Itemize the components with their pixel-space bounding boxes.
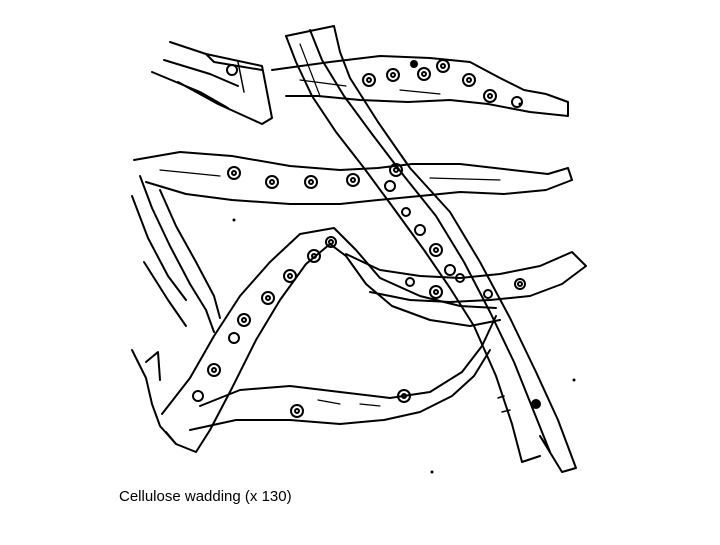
figure-caption: Cellulose wadding (x 130) [119,488,292,505]
fiber-left-strands [132,176,220,332]
fiber-middle-ribbon [134,152,572,204]
fiber-curved-ribbon [132,228,500,452]
fiber-top-ribbon [272,56,568,116]
fiber-top-left [152,42,272,124]
pit-circle [227,65,237,75]
fiber-vertical-strap [286,26,576,472]
fiber-right-ribbon [346,252,586,302]
fiber-lower-ribbon [190,316,496,430]
speckle-marks [232,102,576,474]
